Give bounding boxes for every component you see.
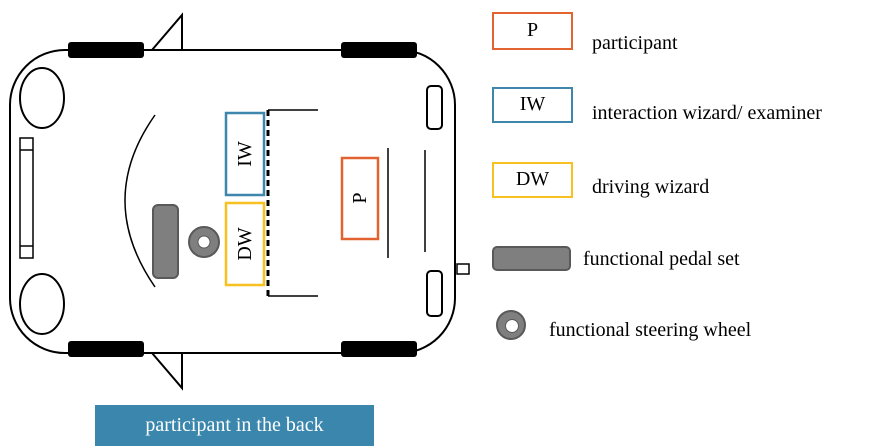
pedal-set-icon: [152, 204, 179, 279]
wheel-front-right: [68, 341, 144, 357]
left-mirror: [149, 12, 183, 51]
legend-driving-wizard-box-label: DW: [515, 168, 550, 190]
wheel-front-left: [68, 42, 144, 58]
legend-participant-label: participant: [592, 32, 678, 54]
tail-light-right: [426, 270, 443, 317]
wheel-rear-left: [341, 42, 417, 58]
seat-interaction-wizard: [224, 111, 266, 197]
front-grille: [19, 137, 34, 259]
legend-driving-wizard-label: driving wizard: [592, 176, 710, 198]
legend-interaction-wizard-label: interaction wizard/ examiner: [592, 102, 822, 124]
seat-dw-label: DW: [234, 227, 256, 260]
seat-driving-wizard: [224, 201, 266, 287]
headlight-left: [19, 67, 65, 129]
seat-p-label: P: [349, 192, 371, 203]
legend-participant-box: P: [492, 12, 573, 50]
tail-light-left: [426, 85, 443, 130]
seat-participant: [340, 156, 380, 241]
windshield-arc: [124, 114, 156, 288]
legend-pedal-set-icon: [492, 246, 571, 271]
legend-interaction-wizard-box: IW: [492, 87, 573, 123]
legend-driving-wizard-box: DW: [492, 162, 573, 198]
legend-participant-box-label: P: [526, 19, 539, 41]
rear-hitch: [456, 263, 470, 275]
wheel-rear-right: [341, 341, 417, 357]
right-mirror: [149, 352, 183, 391]
seat-iw-label: IW: [234, 141, 256, 167]
legend-pedal-set-label: functional pedal set: [583, 248, 740, 270]
legend-interaction-wizard-box-label: IW: [519, 93, 546, 115]
legend-steering-wheel-icon: [496, 310, 526, 340]
car-body-outline: [9, 49, 456, 354]
legend-steering-wheel-label: functional steering wheel: [549, 319, 752, 341]
caption-participant-in-back: participant in the back: [95, 405, 374, 446]
headlight-right: [19, 273, 65, 335]
